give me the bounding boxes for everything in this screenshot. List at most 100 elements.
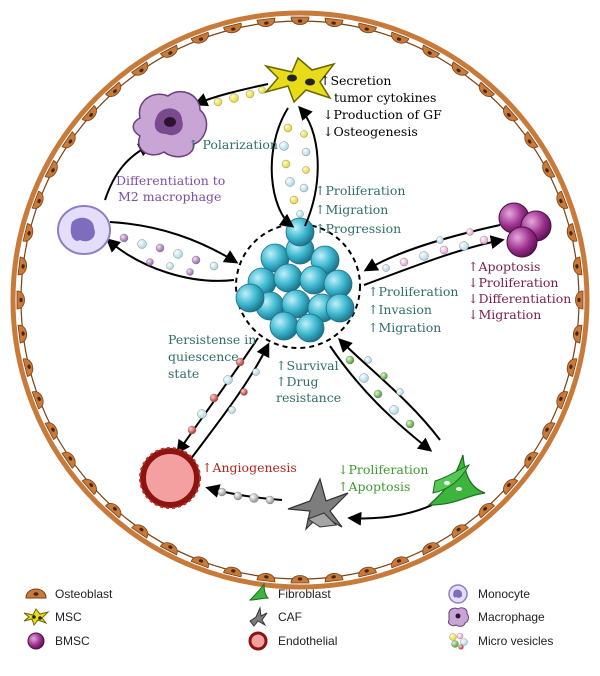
right-invasion-label: ↑Invasion (368, 302, 432, 317)
tumor-cell (295, 313, 325, 343)
legend-caf: CAF (278, 610, 302, 624)
endothelial-cell-icon (248, 631, 268, 651)
osteoblast-bump (190, 556, 209, 569)
tumor-cell (285, 217, 315, 247)
fibroblast-cells (427, 454, 486, 506)
micro-vesicle (405, 419, 415, 429)
right-migration-label: ↑Migration (368, 320, 441, 335)
osteoblast-bump (524, 451, 539, 469)
osteoblast-bump (290, 575, 310, 584)
micro-vesicle (235, 357, 245, 367)
micro-vesicle (299, 183, 309, 193)
osteoblast-bump (478, 81, 496, 97)
osteoblast-bump (451, 61, 469, 76)
osteoblast-bump (575, 290, 584, 310)
bmsc-migration-label: ↓Migration (468, 307, 541, 322)
micro-vesicle (281, 159, 291, 169)
osteoblast-bump (159, 44, 178, 58)
micro-vesicle (186, 268, 194, 276)
top-proliferation-label: ↑Proliferation (315, 183, 405, 198)
micro-vesicle (399, 257, 409, 267)
osteoblast-bump (391, 31, 410, 44)
micro-vesicle (209, 261, 219, 271)
tumor-cell (325, 293, 355, 323)
micro-vesicle (300, 130, 308, 138)
osteoblast-bump (17, 324, 27, 344)
micro-vesicle (439, 245, 449, 255)
osteoblast-bump (503, 104, 519, 122)
macrophage-cell (132, 90, 208, 158)
bmsc-proliferation-label: ↓Proliferation (468, 275, 558, 290)
legend-fibroblast: Fibroblast (278, 587, 331, 601)
micro-vesicle (479, 235, 489, 245)
legend-msc: MSC (55, 610, 82, 624)
top-progression-label: ↑Progression (315, 221, 401, 236)
osteoblast-bump (422, 44, 441, 58)
resistance-label: resistance (276, 390, 341, 405)
micro-vesicle (396, 388, 404, 396)
micro-vesicle (265, 495, 275, 505)
tumor-cell (299, 265, 329, 295)
micro-vesicle (389, 405, 399, 415)
micro-vesicle (240, 388, 248, 396)
tumor-cell (269, 311, 299, 341)
osteoblast-bump (159, 542, 178, 556)
micro-vesicle (258, 86, 266, 94)
micro-vesicle (245, 89, 255, 99)
bmsc-apoptosis-label: ↑Apoptosis (468, 259, 540, 274)
osteoblast-bump (524, 131, 539, 149)
osteoblast-cell-icon (25, 588, 47, 599)
osteoblast-bump (324, 17, 344, 27)
caf-cells (287, 477, 349, 531)
tumor-cluster (235, 217, 361, 349)
osteoblast-bump (223, 22, 242, 34)
monocyte-cell (57, 205, 111, 255)
micro-vesicle (252, 368, 260, 376)
micro-vesicle (213, 97, 223, 107)
osteoblast-bump (44, 422, 58, 441)
msc-cell-icon (23, 608, 50, 627)
osteoblast-ring (10, 10, 590, 590)
fibroblast-proliferation-label: ↓Proliferation (338, 462, 428, 477)
survival-label: ↑Survival (276, 358, 339, 373)
caf-cell-icon (249, 606, 268, 627)
micro-vesicle (296, 210, 304, 218)
osteoblast-bump (422, 542, 441, 556)
osteoblast-bump (478, 503, 496, 519)
legend-osteoblast: Osteoblast (55, 587, 113, 601)
legend: Osteoblast MSC BMSC Fibroblast CAF Endot… (23, 582, 553, 651)
persistence-label-3: state (168, 366, 199, 381)
macrophage-cell-icon (448, 607, 469, 627)
osteoblast-bump (324, 573, 344, 583)
osteoblast-bump (31, 391, 44, 410)
bmsc-differentiation-label: ↓Differentiation (468, 291, 571, 306)
msc-secretion-label: ↑Secretion (320, 73, 391, 88)
micro-vesicle (373, 389, 383, 399)
micro-vesicle (419, 251, 429, 261)
micro-vesicle (119, 233, 129, 243)
osteoblast-bump (256, 17, 276, 27)
osteoblast-bump (61, 451, 76, 469)
osteoblast-bump (223, 566, 242, 578)
osteoblast-bump (358, 566, 377, 578)
msc-gf-label: ↓Production of GF (323, 107, 442, 122)
persistence-label-1: Persistense in (168, 332, 256, 347)
monocyte-cell-icon (448, 584, 468, 604)
micro-vesicle (223, 375, 233, 385)
micro-vesicle (279, 141, 289, 151)
drug-label: ↑Drug (276, 374, 319, 389)
micro-vesicle (197, 409, 207, 419)
micro-vesicle (217, 487, 227, 497)
legend-macrophage: Macrophage (478, 610, 545, 624)
osteoblast-bump (566, 223, 578, 242)
osteoblast-bump (131, 61, 149, 76)
osteoblast-bump (104, 81, 122, 97)
fibroblast-cell-icon (248, 582, 270, 601)
legend-bmsc: BMSC (55, 634, 90, 648)
micro-vesicle (166, 262, 174, 270)
micro-vesicle (283, 123, 293, 133)
micro-vesicle (301, 147, 311, 157)
micro-vesicle (345, 355, 355, 365)
micro-vesicle (137, 239, 147, 249)
